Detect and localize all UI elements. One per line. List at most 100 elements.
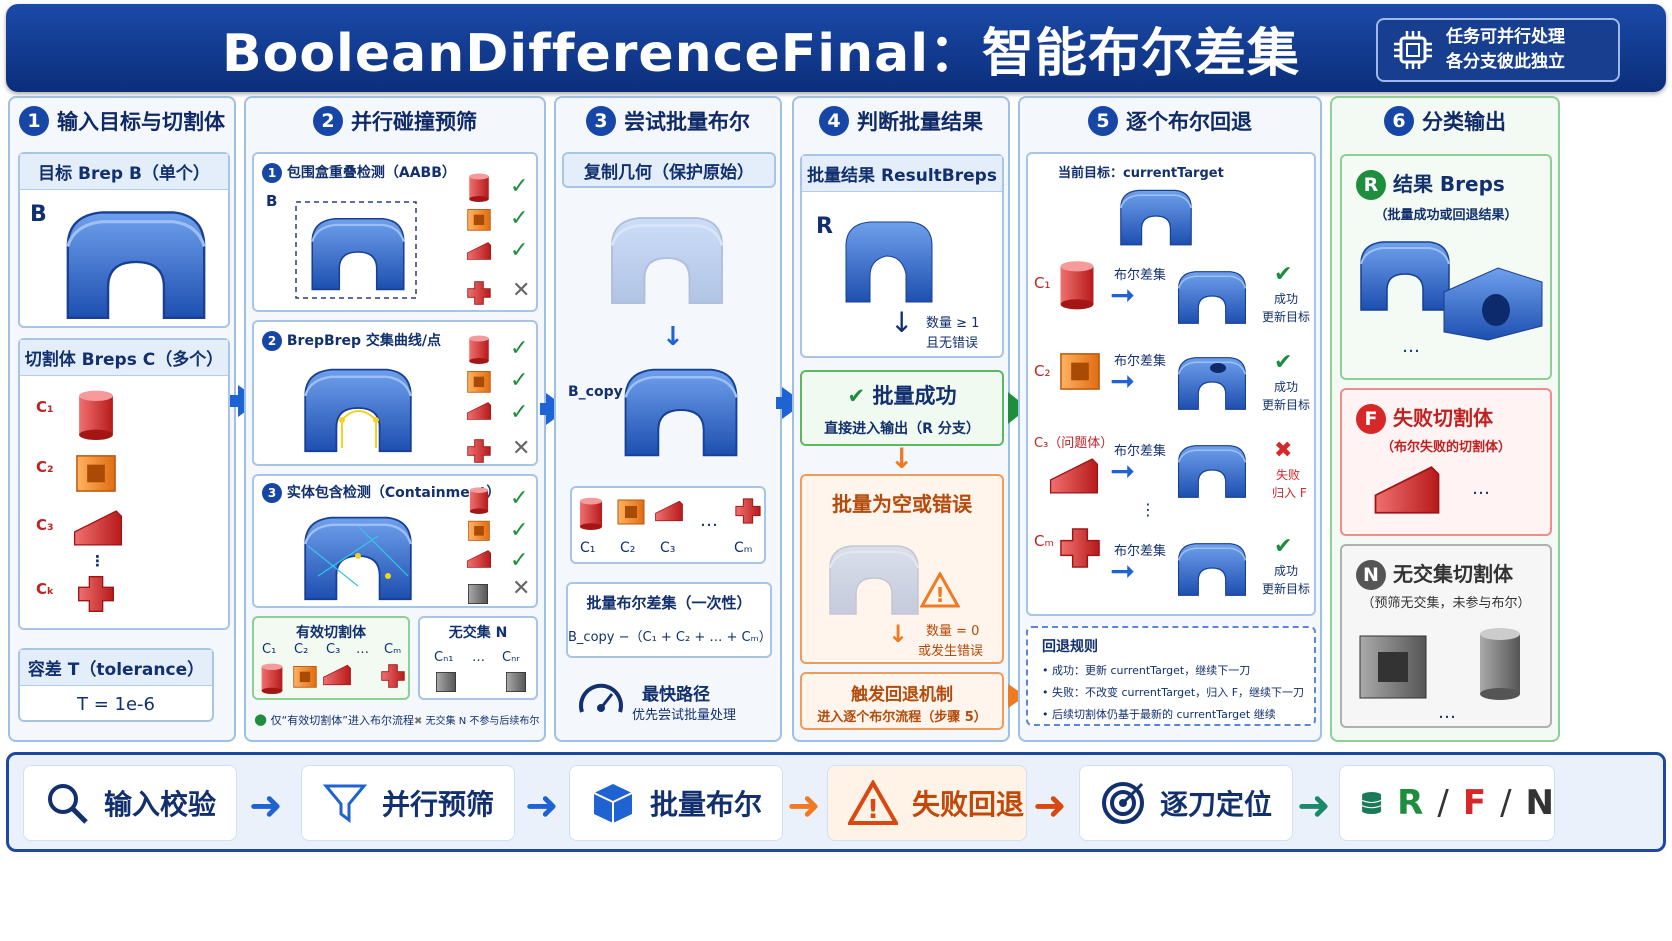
row1-ok-icon: ✔ bbox=[1274, 262, 1293, 287]
current-target-label: 当前目标：currentTarget bbox=[1058, 166, 1224, 181]
target-box: 目标 Brep B（单个） B bbox=[18, 152, 230, 328]
rules-title: 回退规则 bbox=[1042, 639, 1098, 655]
intersection-box: 2 BrepBrep 交集曲线/点 ✓ ✓ ✓ ✕ bbox=[252, 320, 538, 466]
pipeline-arrow-4: ➜ bbox=[1033, 783, 1067, 829]
rule1: • 成功：更新 currentTarget，继续下一刀 bbox=[1042, 664, 1251, 677]
tolerance-label: 容差 T（tolerance） bbox=[20, 650, 212, 686]
database-icon bbox=[1361, 791, 1382, 815]
rowm-status1: 成功 bbox=[1274, 564, 1299, 578]
output-r-title: R 结果 Breps bbox=[1356, 168, 1505, 200]
output-f-dots: … bbox=[1472, 478, 1490, 499]
success-title: ✔ 批量成功 bbox=[802, 380, 1002, 410]
pipeline-step-fallback: ! 失败回退 bbox=[827, 765, 1027, 841]
search-icon bbox=[48, 784, 88, 824]
pipeline-step-batch: 批量布尔 bbox=[569, 765, 783, 841]
rules-box: 回退规则 • 成功：更新 currentTarget，继续下一刀 • 失败：不改… bbox=[1026, 626, 1316, 726]
aabb-shape bbox=[295, 201, 417, 299]
valid-cutters-label: 有效切割体 bbox=[296, 625, 366, 641]
output-r-shape2 bbox=[1443, 267, 1543, 341]
step3-title: 尝试批量布尔 bbox=[624, 110, 750, 134]
strip-cm: Cₘ bbox=[734, 540, 753, 556]
step2-title: 并行碰撞预筛 bbox=[351, 110, 477, 134]
parallel-badge: 任务可并行处理各分支彼此独立 bbox=[1376, 18, 1620, 82]
step6-title: 分类输出 bbox=[1422, 110, 1506, 134]
filter-icon bbox=[322, 784, 368, 823]
row2-op-label: 布尔差集 bbox=[1114, 354, 1167, 369]
fail-title: 批量为空或错误 bbox=[832, 492, 972, 516]
cutter-c2-shape bbox=[72, 450, 120, 494]
tolerance-value: T = 1e-6 bbox=[77, 694, 155, 715]
output-r-text: R bbox=[1397, 783, 1424, 823]
valid-c2: C₂ bbox=[294, 642, 309, 657]
pipeline-step-filter: 并行预筛 bbox=[301, 765, 515, 841]
cutters-label: 切割体 Breps C（多个） bbox=[20, 340, 228, 376]
footer-pipeline: 输入校验 ➜ 并行预筛 ➜ 批量布尔 ➜ ! 失败回退 ➜ 逐刀定位 ➜ R/F… bbox=[6, 752, 1666, 852]
row1-cutter-label: C₁ bbox=[1034, 274, 1051, 292]
cutters-box: 切割体 Breps C（多个） C₁ C₂ C₃ ⋮ Cₖ bbox=[18, 338, 230, 630]
flow-arrow-3-4 bbox=[776, 397, 786, 409]
valid-c3: C₃ bbox=[326, 642, 341, 657]
rule2-text: 失败：不改变 currentTarget，归入 F，继续下一刀 bbox=[1052, 686, 1305, 699]
result-r-letter: R bbox=[816, 214, 833, 239]
step3-number: 3 bbox=[586, 106, 616, 136]
pipeline-step-locate: 逐刀定位 bbox=[1079, 765, 1293, 841]
valid-cutters-box: 有效切割体 C₁ C₂ C₃ … Cₘ bbox=[252, 616, 410, 700]
copy-label: 复制几何（保护原始） bbox=[562, 152, 776, 188]
step5-title: 逐个布尔回退 bbox=[1126, 110, 1252, 134]
x-circle-icon: ✖ bbox=[414, 716, 423, 727]
svg-text:!: ! bbox=[935, 583, 944, 607]
valid-dots: … bbox=[356, 642, 369, 657]
target-icon bbox=[1102, 782, 1144, 824]
nonint-note-text: 无交集 N 不参与后续布尔 bbox=[425, 716, 540, 727]
containment-shape bbox=[303, 516, 413, 601]
count-cond1: 数量 ≥ 1 bbox=[926, 316, 980, 331]
strip-dots: … bbox=[700, 510, 718, 531]
step6-number: 6 bbox=[1384, 106, 1414, 136]
fail-cond2: 或发生错误 bbox=[918, 644, 984, 659]
output-f-shape bbox=[1374, 466, 1440, 514]
output-r-box: R 结果 Breps （批量成功或回退结果） … bbox=[1340, 154, 1552, 380]
nonintersect-shapes bbox=[435, 672, 526, 692]
strip-c2: C₂ bbox=[620, 540, 636, 556]
row3-cutter-label: C₃（问题体） bbox=[1034, 436, 1114, 451]
row3-status2: 归入 F bbox=[1272, 486, 1307, 500]
row2-status1: 成功 bbox=[1274, 380, 1299, 394]
nonintersect-dots: … bbox=[472, 650, 485, 665]
x-icon: ✕ bbox=[512, 278, 531, 303]
step5-number: 5 bbox=[1088, 106, 1118, 136]
cutter-ck-shape bbox=[76, 574, 116, 614]
check-icon: ✓ bbox=[510, 518, 529, 543]
containment-cutter-list bbox=[466, 487, 492, 604]
output-n-title: N 无交集切割体 bbox=[1356, 558, 1513, 590]
output-n-badge: N bbox=[1356, 560, 1386, 590]
containment-box: 3 实体包含检测（Containment） ✓ ✓ ✓ ✕ bbox=[252, 474, 538, 608]
nonintersect-box: 无交集 N Cₙ₁ … Cₙᵣ bbox=[418, 616, 538, 700]
strip-c3: C₃ bbox=[660, 540, 676, 556]
intersection-text: BrepBrep 交集曲线/点 bbox=[286, 333, 442, 349]
row3-status1: 失败 bbox=[1276, 468, 1301, 482]
row2-status2: 更新目标 bbox=[1262, 398, 1311, 412]
intersection-label: 2 BrepBrep 交集曲线/点 bbox=[262, 330, 441, 351]
nonintersect-cnr: Cₙᵣ bbox=[502, 650, 520, 665]
containment-text: 实体包含检测（Containment） bbox=[286, 485, 501, 501]
output-sep1: / bbox=[1437, 783, 1449, 823]
rowm-cutter-shape bbox=[1060, 528, 1100, 568]
fallback-sub: 进入逐个布尔流程（步骤 5） bbox=[817, 710, 987, 725]
cutter-c2-label: C₂ bbox=[36, 458, 54, 476]
row2-ok-icon: ✔ bbox=[1274, 350, 1293, 375]
valid-note: ● 仅“有效切割体”进入布尔流程 bbox=[254, 710, 414, 728]
valid-cutters-shapes bbox=[261, 663, 405, 694]
speedometer-icon bbox=[579, 683, 623, 713]
warning-icon: ! bbox=[848, 780, 898, 825]
step4-title: 判断批量结果 bbox=[857, 110, 983, 134]
badge-line2: 各分支彼此独立 bbox=[1446, 52, 1565, 72]
check-icon: ✓ bbox=[510, 486, 529, 511]
intersection-number: 2 bbox=[262, 331, 282, 351]
header-bar: BooleanDifferenceFinal：智能布尔差集 任务可并行处理各分支… bbox=[6, 4, 1666, 92]
row2-result-shape bbox=[1177, 356, 1247, 411]
output-f-title: F 失败切割体 bbox=[1356, 402, 1493, 434]
output-r-dots: … bbox=[1402, 336, 1420, 357]
